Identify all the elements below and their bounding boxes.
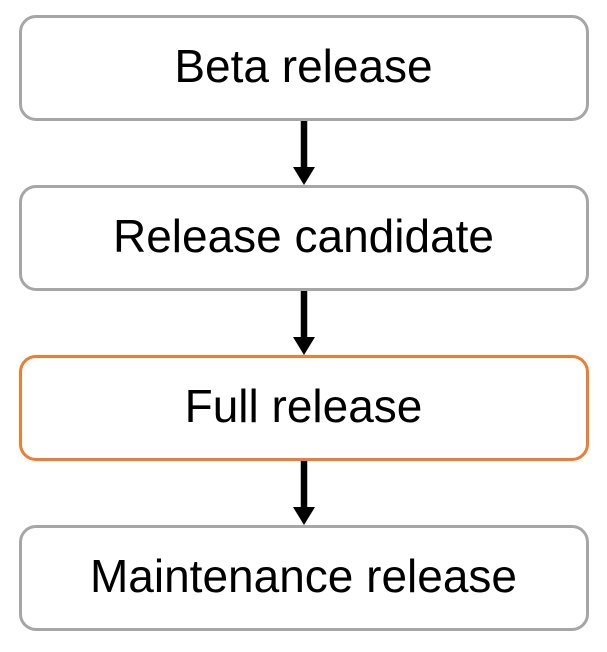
node-label: Release candidate xyxy=(112,210,495,262)
down-arrow-icon xyxy=(292,121,315,185)
down-arrow-icon xyxy=(292,291,315,355)
flow-node-release-candidate: Release candidate xyxy=(18,185,589,291)
flow-node-full-release: Full release xyxy=(18,355,589,461)
node-label: Beta release xyxy=(174,40,433,92)
flow-node-beta-release: Beta release xyxy=(18,15,589,121)
node-label: Full release xyxy=(184,380,423,432)
flow-node-maintenance-release: Maintenance release xyxy=(18,525,589,631)
down-arrow-icon xyxy=(292,461,315,525)
node-label: Maintenance release xyxy=(89,550,518,602)
